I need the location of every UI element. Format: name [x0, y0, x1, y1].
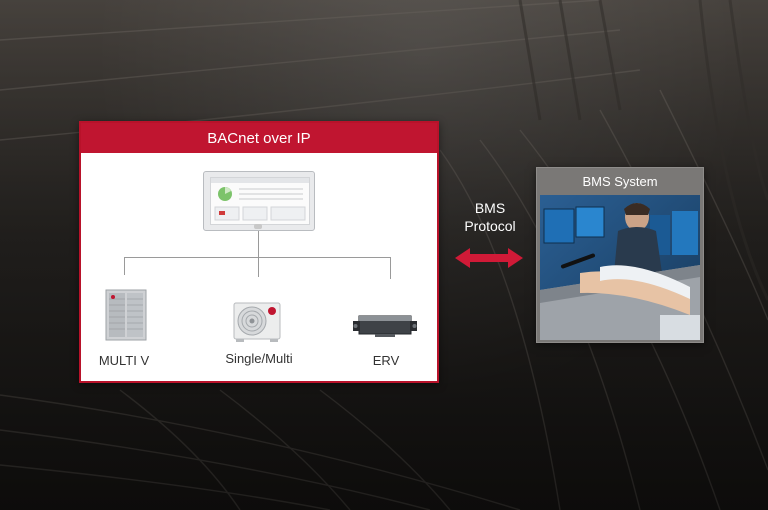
connector-bus	[124, 257, 391, 258]
controller-screen	[210, 177, 310, 225]
multi-v-unit-icon	[105, 289, 147, 341]
bacnet-panel: BACnet over IP	[79, 121, 439, 383]
lg-logo-icon	[254, 224, 262, 229]
erv-label: ERV	[372, 353, 400, 368]
bms-title: BMS System	[582, 173, 658, 189]
protocol-label-line1: BMS	[474, 200, 506, 216]
bms-operator-photo	[540, 195, 700, 340]
control-room-image	[540, 195, 700, 340]
erv-unit-icon	[353, 315, 417, 337]
bms-system-panel: BMS System	[536, 167, 704, 343]
connector-multi-v	[124, 257, 125, 275]
connector-erv	[390, 257, 391, 279]
protocol-label-line2: Protocol	[464, 218, 516, 234]
bacnet-title: BACnet over IP	[81, 123, 437, 153]
single-multi-unit-icon	[233, 302, 281, 342]
protocol-label: BMS Protocol	[452, 199, 528, 235]
central-controller	[203, 171, 315, 231]
connector-trunk	[258, 231, 259, 257]
bidirectional-arrow-icon	[455, 248, 523, 268]
connector-single-multi	[258, 257, 259, 277]
single-multi-label: Single/Multi	[225, 351, 293, 366]
multi-v-label: MULTI V	[98, 353, 150, 368]
controller-dashboard-graphic	[211, 178, 309, 221]
